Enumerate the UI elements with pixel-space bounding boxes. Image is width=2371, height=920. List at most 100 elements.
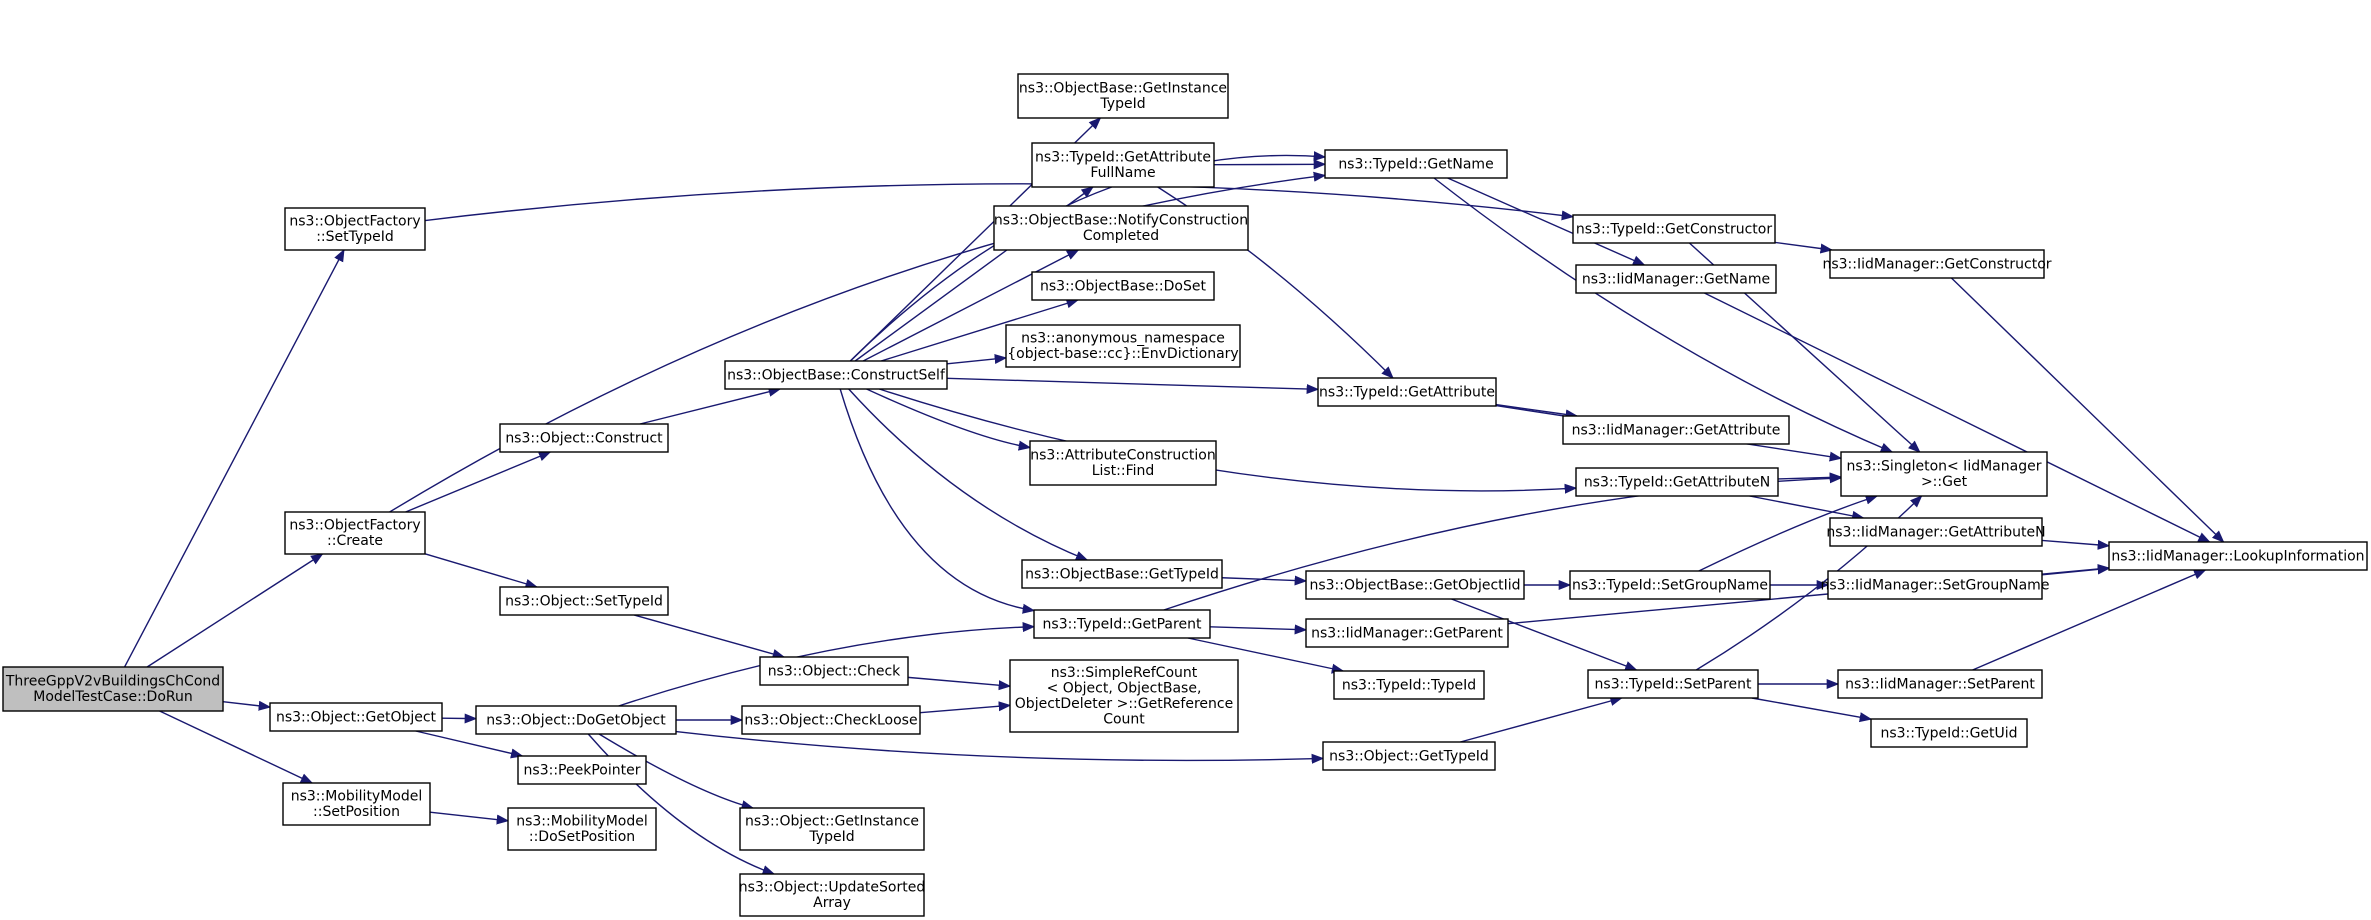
node-ob_notify[interactable]: ns3::ObjectBase::NotifyConstructionCompl… (993, 205, 1249, 251)
node-t_getattributen[interactable]: ns3::TypeId::GetAttributeN (1575, 467, 1779, 497)
node-t_getparent[interactable]: ns3::TypeId::GetParent (1033, 609, 1211, 639)
node-anon_envdict[interactable]: ns3::anonymous_namespace{object-base::cc… (1005, 324, 1241, 368)
node-mm_setpos[interactable]: ns3::MobilityModel::SetPosition (282, 782, 431, 826)
node-o_settypeid[interactable]: ns3::Object::SetTypeId (499, 586, 669, 616)
node-label: Array (813, 895, 851, 911)
edge-ob_constructself-to-t_getparent (839, 388, 1036, 614)
edge-arrow (1749, 495, 1865, 521)
node-label: ns3::Object::GetObject (276, 709, 437, 725)
node-box (284, 207, 426, 251)
node-label: ns3::ObjectBase::ConstructSelf (727, 367, 946, 383)
edge-arrow (848, 388, 1089, 561)
edge-t_getattribute-to-iid_getattribute (1495, 403, 1579, 420)
node-label: ns3::Object::UpdateSorted (739, 880, 925, 896)
node-label: ns3::TypeId::GetParent (1043, 616, 1202, 632)
node-mm_dosetpos[interactable]: ns3::MobilityModel::DoSetPosition (507, 807, 657, 851)
node-label: ns3::IidManager::SetGroupName (1821, 577, 2050, 593)
node-o_checkloose[interactable]: ns3::Object::CheckLoose (741, 705, 921, 735)
node-box (1575, 264, 1777, 294)
node-o_construct[interactable]: ns3::Object::Construct (499, 423, 669, 453)
node-peekpointer[interactable]: ns3::PeekPointer (517, 755, 647, 785)
edge-arrow (2041, 564, 2111, 576)
edge-ob_constructself-to-ob_doset (880, 298, 1080, 362)
node-iid_getname[interactable]: ns3::IidManager::GetName (1575, 264, 1777, 294)
node-o_check[interactable]: ns3::Object::Check (759, 656, 909, 686)
edge-arrow (1704, 292, 2211, 543)
node-singleton_get[interactable]: ns3::Singleton< IidManager>::Get (1840, 451, 2048, 497)
node-label: ns3::ObjectBase::GetObjectIid (1309, 577, 1520, 593)
node-t_getconstructor[interactable]: ns3::TypeId::GetConstructor (1572, 214, 1776, 244)
node-box (507, 807, 657, 851)
node-t_getattribute[interactable]: ns3::TypeId::GetAttribute (1317, 377, 1497, 407)
edge-of_create-to-o_construct (405, 451, 552, 513)
node-label: ns3::SimpleRefCount (1051, 665, 1198, 681)
edge-arrow (862, 249, 1080, 362)
node-ob_getobjectiid[interactable]: ns3::ObjectBase::GetObjectIid (1305, 570, 1525, 600)
node-box (1029, 440, 1217, 486)
node-iid_lookup[interactable]: ns3::IidManager::LookupInformation (2108, 541, 2368, 571)
node-label: ns3::Object::Check (768, 663, 901, 679)
node-iid_getparent[interactable]: ns3::IidManager::GetParent (1305, 618, 1509, 648)
edge-arrow (919, 701, 1012, 714)
nodes-layer: ThreeGppV2vBuildingsChCondModelTestCase:… (2, 73, 2368, 917)
node-root[interactable]: ThreeGppV2vBuildingsChCondModelTestCase:… (2, 666, 224, 712)
node-box (741, 705, 921, 735)
node-iid_setgroupname[interactable]: ns3::IidManager::SetGroupName (1821, 570, 2050, 600)
node-box (2, 666, 224, 712)
node-iid_getattribute[interactable]: ns3::IidManager::GetAttribute (1562, 415, 1790, 445)
node-box (1575, 467, 1779, 497)
edge-arrow (1460, 696, 1623, 743)
edge-o_dogetobject-to-t_getparent (618, 622, 1036, 707)
edge-arrow (946, 377, 1320, 395)
node-label: ns3::IidManager::SetParent (1845, 676, 2035, 692)
node-box (1017, 73, 1229, 119)
node-iid_getattributen[interactable]: ns3::IidManager::GetAttributeN (1826, 517, 2046, 547)
node-label: ns3::Object::GetInstance (745, 814, 919, 830)
node-t_setparent[interactable]: ns3::TypeId::SetParent (1587, 669, 1759, 699)
edge-arrow (1777, 472, 1843, 483)
node-label: ns3::Singleton< IidManager (1847, 459, 2042, 475)
node-box (2108, 541, 2368, 571)
node-t_typeid[interactable]: ns3::TypeId::TypeId (1333, 670, 1485, 700)
node-box (1870, 718, 2028, 748)
node-label: ModelTestCase::DoRun (33, 689, 193, 705)
node-box (1569, 570, 1771, 600)
node-box (1031, 142, 1215, 188)
node-ob_doset[interactable]: ns3::ObjectBase::DoSet (1031, 271, 1215, 301)
edge-t_getparent-to-t_typeid (1187, 637, 1345, 674)
node-o_gettypeid[interactable]: ns3::Object::GetTypeId (1322, 741, 1496, 771)
edge-root-to-of_settypeid (123, 248, 345, 668)
node-label: ns3::TypeId::SetParent (1595, 676, 1752, 692)
edge-ob_constructself-to-anon_envdict (946, 353, 1008, 365)
edge-arrow (618, 622, 1036, 707)
edge-t_getname-to-singleton_get (1433, 177, 1894, 453)
node-label: ns3::TypeId::TypeId (1342, 677, 1476, 693)
node-box (475, 705, 677, 735)
node-o_dogetobject[interactable]: ns3::Object::DoGetObject (475, 705, 677, 735)
edge-arrow (1950, 277, 2225, 543)
edge-o_dogetobject-to-o_gettypeid (675, 730, 1325, 764)
node-t_setgroupname[interactable]: ns3::TypeId::SetGroupName (1569, 570, 1771, 600)
node-of_settypeid[interactable]: ns3::ObjectFactory::SetTypeId (284, 207, 426, 251)
node-ob_constructself[interactable]: ns3::ObjectBase::ConstructSelf (724, 360, 948, 390)
node-t_getuid[interactable]: ns3::TypeId::GetUid (1870, 718, 2028, 748)
node-iid_setparent[interactable]: ns3::IidManager::SetParent (1837, 669, 2043, 699)
edge-arrow (1221, 575, 1308, 586)
node-ob_gettypeid[interactable]: ns3::ObjectBase::GetTypeId (1021, 559, 1223, 589)
node-label: ns3::Object::CheckLoose (744, 712, 917, 728)
node-o_getobject[interactable]: ns3::Object::GetObject (269, 702, 443, 732)
node-label: ns3::ObjectFactory (289, 214, 420, 230)
edge-ob_constructself-to-t_getattribute (946, 377, 1320, 395)
node-box (1829, 517, 2043, 547)
edge-o_checkloose-to-simplerefcount (919, 701, 1012, 714)
node-t_getname[interactable]: ns3::TypeId::GetName (1324, 149, 1508, 179)
edge-arrow (1774, 241, 1834, 254)
node-simplerefcount[interactable]: ns3::SimpleRefCount< Object, ObjectBase,… (1009, 659, 1239, 733)
node-iid_getconstructor[interactable]: ns3::IidManager::GetConstructor (1822, 249, 2052, 279)
node-of_create[interactable]: ns3::ObjectFactory::Create (284, 511, 426, 555)
